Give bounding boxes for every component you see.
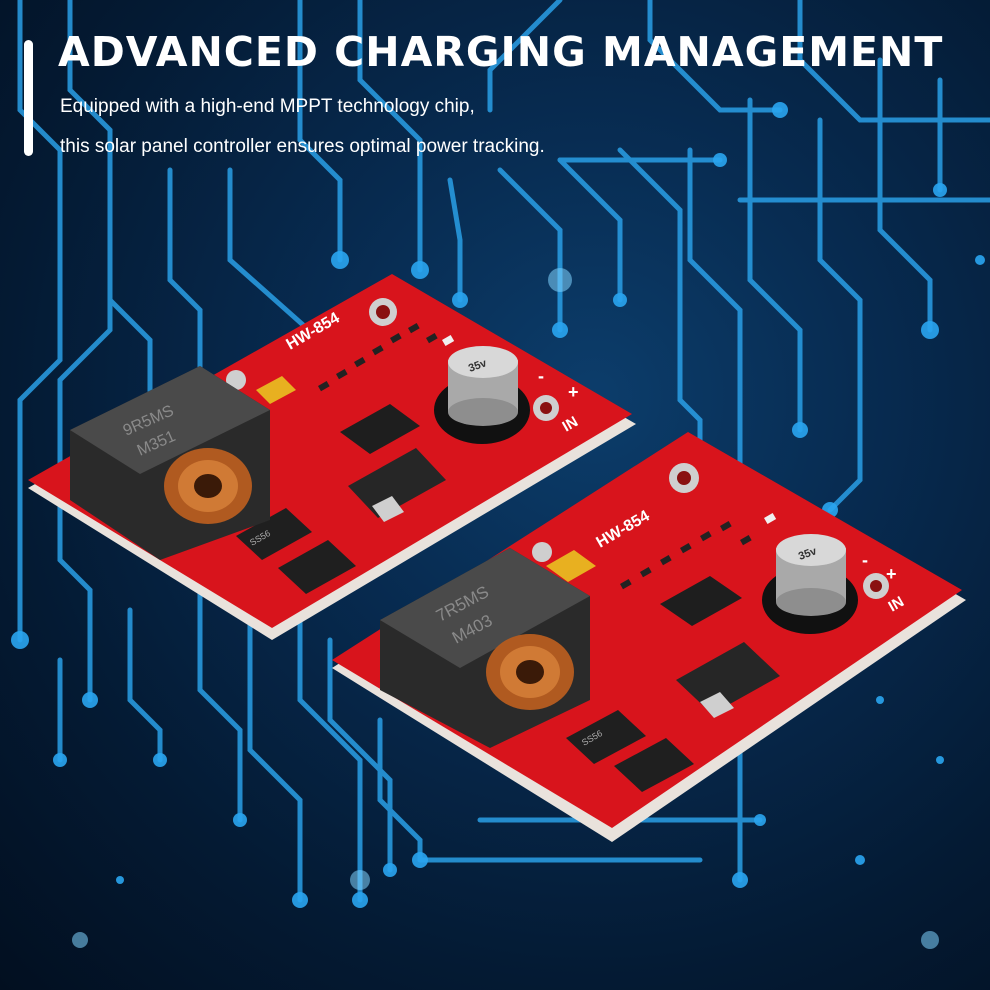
headline: ADVANCED CHARGING MANAGEMENT bbox=[58, 28, 944, 76]
board-1-in-label: IN bbox=[560, 413, 581, 435]
board-2-plus-label: + bbox=[886, 564, 897, 584]
board-2-minus-label: - bbox=[862, 550, 868, 570]
board-1-minus-label: - bbox=[538, 366, 544, 386]
description-line-2: this solar panel controller ensures opti… bbox=[60, 136, 545, 157]
pcb-board-1: HW-854 SS56 bbox=[28, 274, 636, 640]
board-2-in-label: IN bbox=[886, 593, 907, 615]
description-line-1: Equipped with a high-end MPPT technology… bbox=[60, 96, 475, 117]
accent-bar bbox=[24, 40, 33, 156]
pcb-board-2: HW-854 SS56 35v + - IN bbox=[332, 432, 966, 842]
board-1-plus-label: + bbox=[568, 382, 579, 402]
